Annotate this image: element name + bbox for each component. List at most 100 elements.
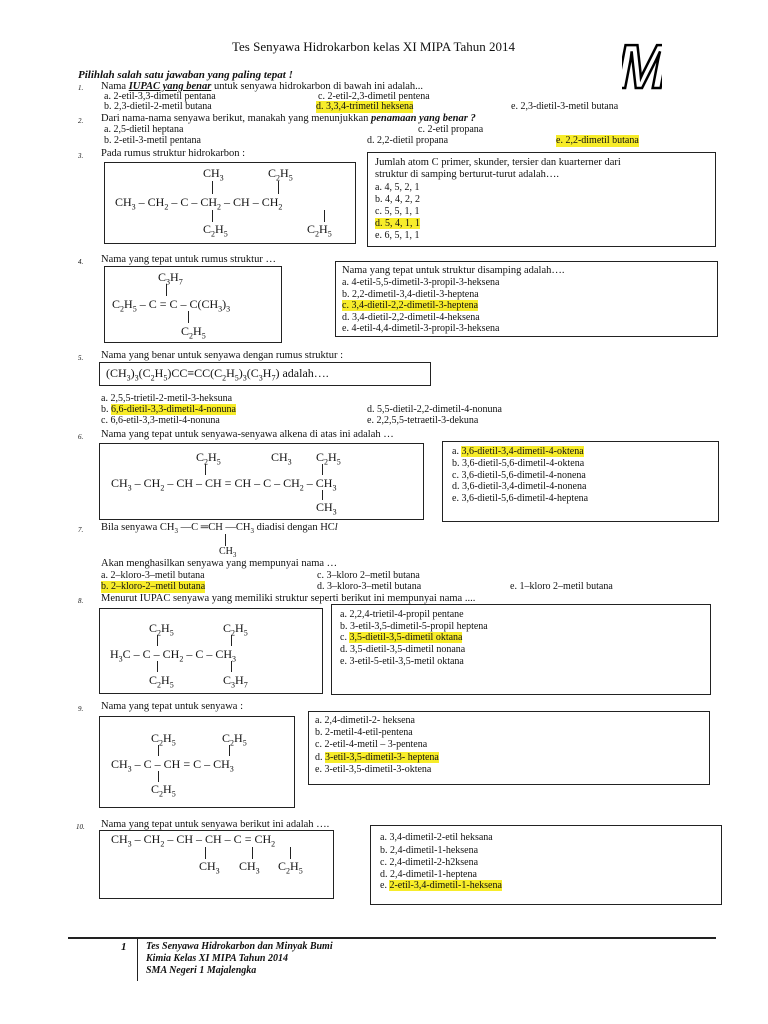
footer-page-number: 1 <box>121 941 127 953</box>
q2-option-e[interactable]: e. 2,2-dimetil butana <box>556 135 639 147</box>
q7-option-a[interactable]: a. 2–kloro-3–metil butana <box>101 570 205 581</box>
q8-formula-top-2: C2H5 <box>223 621 248 638</box>
q3-option-c[interactable]: c. 5, 5, 1, 1 <box>375 206 420 217</box>
q6-option-a[interactable]: a. 3,6-dietil-3,4-dimetil-4-oktena <box>452 446 584 457</box>
q5-option-a[interactable]: a. 2,5,5-trietil-2-metil-3-heksuna <box>101 393 233 404</box>
q2-option-a[interactable]: a. 2,5-dietil heptana <box>104 124 184 135</box>
q4-formula-top: C3H7 <box>158 270 183 287</box>
q5-option-d[interactable]: d. 5,5-dietil-2,2-dimetil-4-nonuna <box>367 404 502 415</box>
q2-option-b[interactable]: b. 2-etil-3-metil pentana <box>104 135 201 146</box>
q3-number: 3. <box>78 152 84 160</box>
q4-formula-main: C2H5 – C = C – C(CH3)3 <box>112 297 231 314</box>
q5-option-e[interactable]: e. 2,2,5,5-tetraetil-3-dekuna <box>367 415 479 426</box>
q4-option-a[interactable]: a. 4-etil-5,5-dimetil-3-propil-3-heksena <box>342 277 500 288</box>
q10-option-b[interactable]: b. 2,4-dimetil-1-heksena <box>380 845 479 856</box>
q7-option-d[interactable]: d. 3–kloro-3–metil butana <box>317 581 422 592</box>
q6-formula-top-3: C2H5 <box>316 450 341 467</box>
q3-stem: Pada rumus struktur hidrokarbon : <box>101 148 246 159</box>
q5-number: 5. <box>78 354 84 362</box>
q3-option-d[interactable]: d. 5, 4, 1, 1 <box>375 218 420 229</box>
q3-option-e[interactable]: e. 6, 5, 1, 1 <box>375 230 420 241</box>
q4-question-box <box>335 261 718 337</box>
q10-options-box <box>370 825 722 905</box>
q9-option-d[interactable]: d. 3-etil-3,5-dimetil-3- heptena <box>315 752 439 763</box>
q10-option-e[interactable]: e. 2-etil-3,4-dimetil-1-heksena <box>380 880 502 891</box>
q6-formula-bot: CH3 <box>316 500 337 517</box>
q5-option-b[interactable]: b. 6,6-dietil-3,3-dimetil-4-nonuna <box>101 404 236 415</box>
q5-formula-box <box>99 362 431 386</box>
q1-option-e[interactable]: e. 2,3-dietil-3-metil butana <box>511 101 619 112</box>
q3-question-line-2: struktur di samping berturut-turut adala… <box>375 169 560 180</box>
q1-option-c[interactable]: c. 2-etil-2,3-dimetil pentena <box>318 91 430 102</box>
q8-number: 8. <box>78 597 84 605</box>
q7-formula-bot: CH3 <box>219 546 237 559</box>
q1-option-d[interactable]: d. 3,3,4-trimetil heksena <box>316 101 414 113</box>
q4-stem: Nama yang tepat untuk rumus struktur … <box>101 254 276 265</box>
q7-number: 7. <box>78 526 84 534</box>
q6-stem: Nama yang tepat untuk senyawa-senyawa al… <box>101 429 394 440</box>
q9-stem: Nama yang tepat untuk senyawa : <box>101 701 243 712</box>
q10-option-a[interactable]: a. 3,4-dimetil-2-etil heksana <box>380 832 493 843</box>
q5-option-c[interactable]: c. 6,6-etil-3,3-metil-4-nonuna <box>101 415 220 426</box>
q6-option-b[interactable]: b. 3,6-dietil-5,6-dimetil-4-oktena <box>452 458 585 469</box>
q4-option-c[interactable]: c. 3,4-dietil-2,2-dimetil-3-heptena <box>342 300 479 311</box>
footer-line-3: SMA Negeri 1 Majalengka <box>146 965 257 976</box>
q9-option-a[interactable]: a. 2,4-dimetil-2- heksena <box>315 715 415 726</box>
q1-option-b[interactable]: b. 2,3-dietil-2-metil butana <box>104 101 212 112</box>
q10-number: 10. <box>76 823 85 831</box>
q10-stem: Nama yang tepat untuk senyawa berikut in… <box>101 819 330 830</box>
q10-formula-bot-1: CH3 <box>199 859 220 876</box>
q4-number: 4. <box>78 258 84 266</box>
q3-formula-main: CH3 – CH2 – C – CH2 – CH – CH2 <box>115 195 283 212</box>
footer-line-1: Tes Senyawa Hidrokarbon dan Minyak Bumi <box>146 941 333 952</box>
q4-option-d[interactable]: d. 3,4-dietil-2,2-dimetil-4-heksena <box>342 312 480 323</box>
q4-option-b[interactable]: b. 2,2-dimetil-3,4-dietil-3-heptena <box>342 289 479 300</box>
q8-formula-bot-1: C2H5 <box>149 673 174 690</box>
q10-formula-bot-2: CH3 <box>239 859 260 876</box>
q3-option-a[interactable]: a. 4, 5, 2, 1 <box>375 182 420 193</box>
q3-formula-top-1: CH3 <box>203 166 224 183</box>
q3-formula-bot-2: C2H5 <box>307 222 332 239</box>
q6-option-d[interactable]: d. 3,6-dietil-3,4-dimetil-4-nonena <box>452 481 587 492</box>
q7-stem: Bila senyawa CH3 —C ═CH —CH3 diadisi den… <box>101 522 338 536</box>
q3-option-b[interactable]: b. 4, 4, 2, 2 <box>375 194 420 205</box>
q4-formula-box <box>104 266 282 343</box>
q2-option-c[interactable]: c. 2-etil propana <box>418 124 484 135</box>
q7-option-e[interactable]: e. 1–kloro 2–metil butana <box>510 581 613 592</box>
q9-number: 9. <box>78 705 84 713</box>
q10-option-d[interactable]: d. 2,4-dimetil-1-heptena <box>380 869 477 880</box>
footer-line-2: Kimia Kelas XI MIPA Tahun 2014 <box>146 953 288 964</box>
q9-formula-top-2: C2H5 <box>222 731 247 748</box>
q4-option-e[interactable]: e. 4-etil-4,4-dimetil-3-propil-3-heksena <box>342 323 500 334</box>
q6-option-c[interactable]: c. 3,6-dietil-5,6-dimetil-4-nonena <box>452 470 586 481</box>
q6-formula-top-2: CH3 <box>271 450 292 467</box>
q9-option-b[interactable]: b. 2-metil-4-etil-pentena <box>315 727 413 738</box>
q1-option-a[interactable]: a. 2-etil-3,3-dimetil pentana <box>104 91 216 102</box>
q6-formula-main: CH3 – CH2 – CH – CH = CH – C – CH2 – CH3 <box>111 476 337 493</box>
q8-option-d[interactable]: d. 3,5-dietil-3,5-dimetil nonana <box>340 644 466 655</box>
q7-option-c[interactable]: c. 3–kloro 2–metil butana <box>317 570 420 581</box>
q8-option-b[interactable]: b. 3-etil-3,5-dimetil-5-propil heptena <box>340 621 488 632</box>
q4-formula-bot: C2H5 <box>181 324 206 341</box>
q1-stem: Nama IUPAC yang benar untuk senyawa hidr… <box>101 81 424 92</box>
q8-option-c[interactable]: c. 3,5-dietil-3,5-dimetil oktana <box>340 632 463 643</box>
q9-formula-top-1: C2H5 <box>151 731 176 748</box>
q3-formula-box <box>104 162 356 244</box>
q5-stem: Nama yang benar untuk senyawa dengan rum… <box>101 350 344 361</box>
q5-formula: (CH3)3(C2H5)CC≡CC(C2H5)3(C3H7) adalah…. <box>106 366 329 383</box>
q6-options-box <box>442 441 719 522</box>
q9-formula-box <box>99 716 295 808</box>
q2-option-d[interactable]: d. 2,2-dietil propana <box>367 135 449 146</box>
q10-option-c[interactable]: c. 2,4-dimetil-2-h2ksena <box>380 857 479 868</box>
q8-stem: Menurut IUPAC senyawa yang memiliki stru… <box>101 593 476 604</box>
q9-option-e[interactable]: e. 3-etil-3,5-dimetil-3-oktena <box>315 764 432 775</box>
q8-option-e[interactable]: e. 3-etil-5-etil-3,5-metil oktana <box>340 656 464 667</box>
q8-option-a[interactable]: a. 2,2,4-trietil-4-propil pentane <box>340 609 464 620</box>
q7-option-b[interactable]: b. 2–kloro-2–metil butana <box>101 581 206 593</box>
q9-formula-bot: C2H5 <box>151 782 176 799</box>
footer-divider <box>137 939 138 981</box>
q9-option-c[interactable]: c. 2-etil-4-metil – 3-pentena <box>315 739 428 750</box>
instruction: Pilihlah salah satu jawaban yang paling … <box>78 69 293 81</box>
q6-option-e[interactable]: e. 3,6-dietil-5,6-dimetil-4-heptena <box>452 493 589 504</box>
q4-question: Nama yang tepat untuk struktur disamping… <box>342 265 565 276</box>
